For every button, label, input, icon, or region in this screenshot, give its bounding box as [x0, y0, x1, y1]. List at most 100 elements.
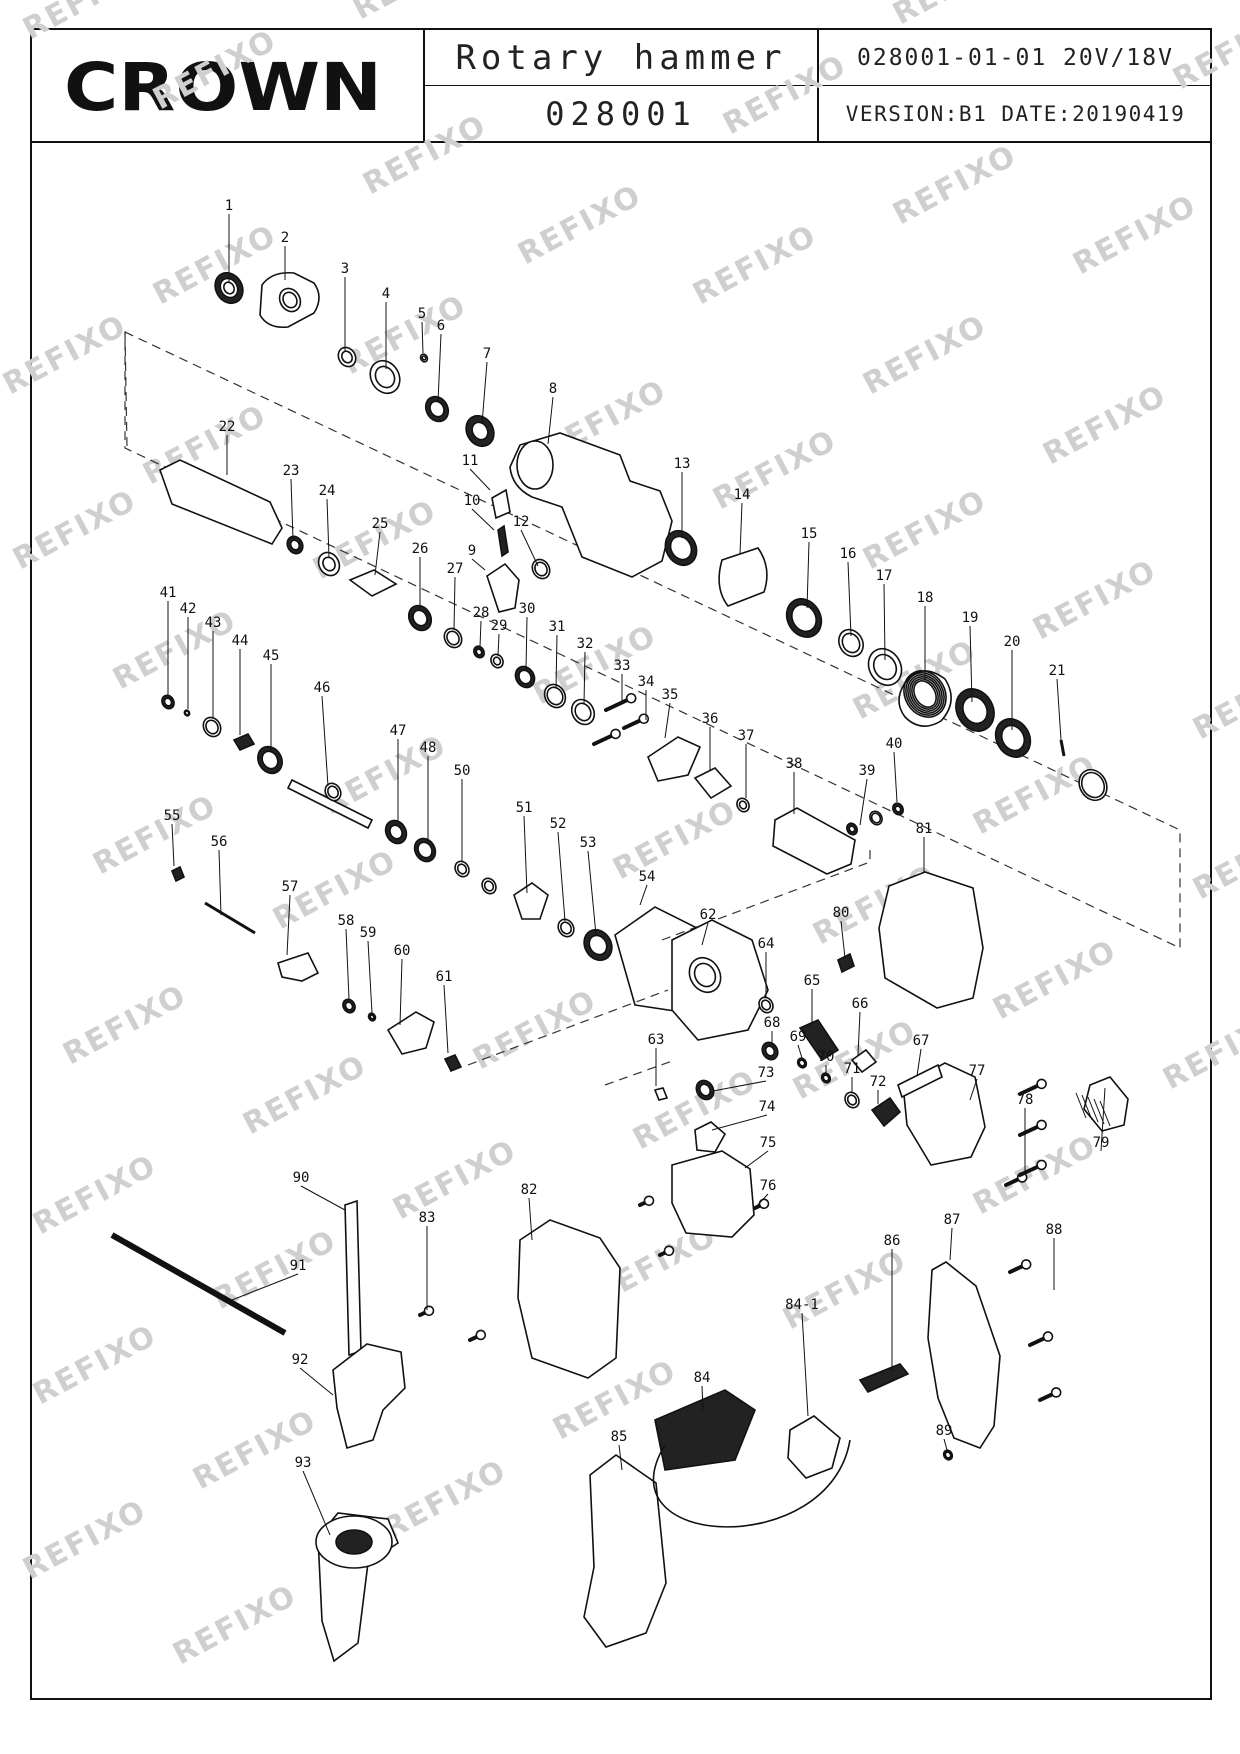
leader-line-52 [557, 831, 566, 922]
part-41 [161, 694, 175, 710]
assembly-dash-line [661, 848, 871, 941]
part-label-20: 20 [1004, 634, 1021, 650]
leader-line-11 [469, 468, 491, 491]
part-74 [694, 1121, 727, 1153]
part-label-93: 93 [295, 1455, 312, 1471]
part-label-39: 39 [859, 763, 876, 779]
part-10 [497, 524, 509, 558]
part-label-83: 83 [419, 1210, 436, 1226]
part-75 [671, 1150, 755, 1238]
part-label-32: 32 [577, 636, 594, 652]
part-label-48: 48 [420, 740, 437, 756]
watermark-text: REFIXO [857, 308, 992, 402]
part-label-55: 55 [164, 808, 181, 824]
part-label-61: 61 [436, 969, 453, 985]
leader-line-93 [302, 1470, 331, 1536]
part-label-65: 65 [804, 973, 821, 989]
part-label-30: 30 [519, 601, 536, 617]
watermark-text: REFIXO [57, 978, 192, 1072]
part-39b [869, 810, 883, 826]
part-label-44: 44 [232, 633, 249, 649]
watermark-text: REFIXO [377, 1453, 512, 1547]
leader-line-58 [345, 928, 350, 1000]
part-label-26: 26 [412, 541, 429, 557]
part-79-rib [1099, 1100, 1111, 1127]
part-label-24: 24 [319, 483, 336, 499]
part-label-46: 46 [314, 680, 331, 696]
leader-line-84 [701, 1385, 704, 1411]
part-12 [531, 558, 551, 580]
part-4 [369, 359, 401, 395]
leader-line-56 [218, 849, 222, 916]
part-50b [481, 877, 497, 895]
part-46b [324, 782, 342, 802]
watermark-text: REFIXO [337, 288, 472, 382]
leader-line-40 [893, 751, 898, 803]
brand-logo-cell: CROWN [32, 30, 425, 141]
part-88c [1028, 1331, 1054, 1347]
part-36 [693, 767, 733, 800]
leader-line-87 [949, 1227, 953, 1261]
part-90 [344, 1199, 362, 1357]
part-61 [443, 1053, 463, 1073]
part-label-84-1: 84-1 [785, 1297, 819, 1313]
part-label-34: 34 [638, 674, 655, 690]
leader-line-55 [171, 823, 175, 867]
part-label-52: 52 [550, 816, 567, 832]
watermark-text: REFIXO [687, 218, 822, 312]
part-label-89: 89 [936, 1423, 953, 1439]
part-48 [413, 837, 437, 863]
part-label-31: 31 [549, 619, 566, 635]
part-81 [878, 871, 984, 1009]
part-label-45: 45 [263, 648, 280, 664]
part-29 [490, 653, 504, 669]
part-39 [845, 822, 859, 836]
watermark-text: REFIXO [7, 483, 142, 577]
leader-line-8 [547, 396, 554, 445]
part-label-42: 42 [180, 601, 197, 617]
assembly-dash-line [124, 331, 1181, 949]
leader-line-30 [525, 616, 528, 671]
part-84 [654, 1389, 756, 1471]
part-88d [1038, 1387, 1062, 1402]
leader-line-25 [374, 531, 381, 576]
part-label-69: 69 [790, 1029, 807, 1045]
part-number-labels: 1234567891011121314151617181920212223242… [160, 198, 1110, 1471]
part-label-88: 88 [1046, 1222, 1063, 1238]
part-label-86: 86 [884, 1233, 901, 1249]
part-label-10: 10 [464, 493, 481, 509]
drawing-code: 028001-01-01 20V/18V [819, 30, 1212, 86]
watermark-text: REFIXO [0, 308, 133, 402]
part-15 [785, 598, 823, 638]
part-19 [955, 688, 995, 732]
leader-line-46 [321, 695, 329, 787]
leader-line-19 [969, 625, 973, 703]
part-label-78: 78 [1017, 1092, 1034, 1108]
part-label-85: 85 [611, 1429, 628, 1445]
leader-line-5 [421, 321, 424, 354]
leader-line-24 [326, 498, 330, 558]
leader-line-85 [618, 1444, 623, 1471]
part-80 [837, 952, 855, 974]
part-35b [592, 728, 621, 746]
watermark-text: REFIXO [707, 423, 842, 517]
part-label-63: 63 [648, 1032, 665, 1048]
part-label-16: 16 [840, 546, 857, 562]
part-label-18: 18 [917, 590, 934, 606]
part-14 [718, 547, 768, 607]
title-block: CROWN Rotary hammer 028001 028001-01-01 … [32, 30, 1212, 143]
brand-logo-text: CROWN [64, 52, 382, 122]
leader-line-29 [497, 633, 500, 657]
leader-line-15 [806, 541, 810, 609]
part-88b [1008, 1259, 1032, 1274]
part-label-82: 82 [521, 1182, 538, 1198]
leader-line-90 [300, 1185, 346, 1211]
part-label-71: 71 [844, 1061, 861, 1077]
part-66 [850, 1048, 878, 1074]
leader-line-91 [231, 1273, 299, 1301]
part-79-rib [1087, 1096, 1099, 1123]
assembly-dash-line [467, 989, 669, 1066]
part-label-17: 17 [876, 568, 893, 584]
watermark-text: REFIXO [887, 0, 1022, 32]
